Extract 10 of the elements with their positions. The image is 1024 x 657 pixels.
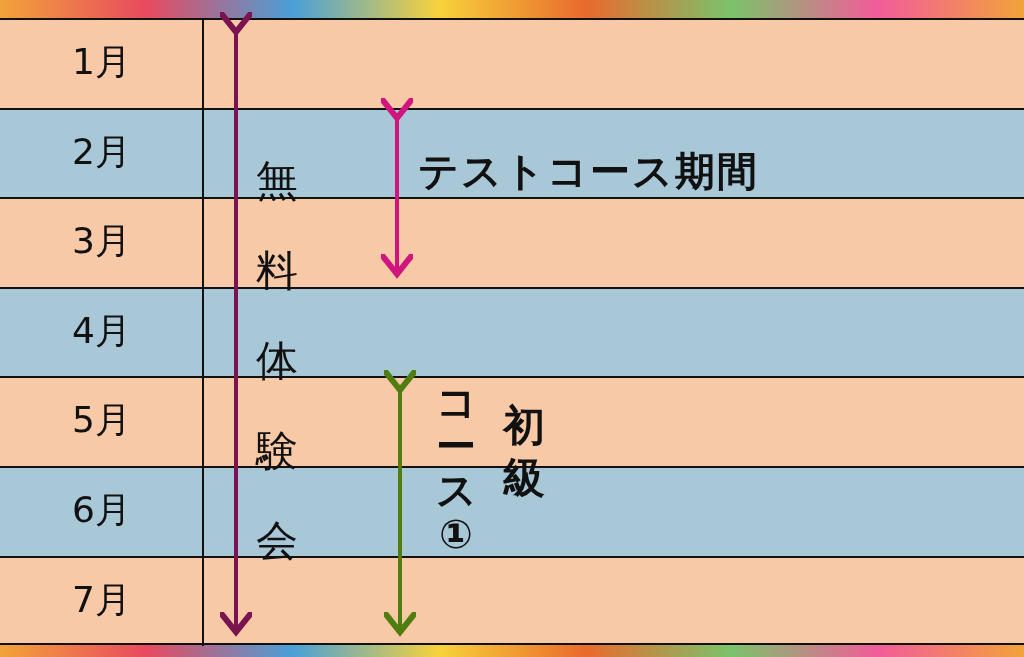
month-label: 6月 xyxy=(71,488,132,532)
month-label: 3月 xyxy=(71,219,132,264)
month-label: 2月 xyxy=(71,129,132,174)
range-label: 初級 xyxy=(501,400,546,504)
month-label: 7月 xyxy=(71,577,132,622)
month-label: 1月 xyxy=(71,40,132,84)
range-label: コース① xyxy=(434,380,478,556)
month-label: 5月 xyxy=(71,398,132,443)
range-label: テストコース期間 xyxy=(418,147,759,196)
month-label: 4月 xyxy=(71,308,132,353)
